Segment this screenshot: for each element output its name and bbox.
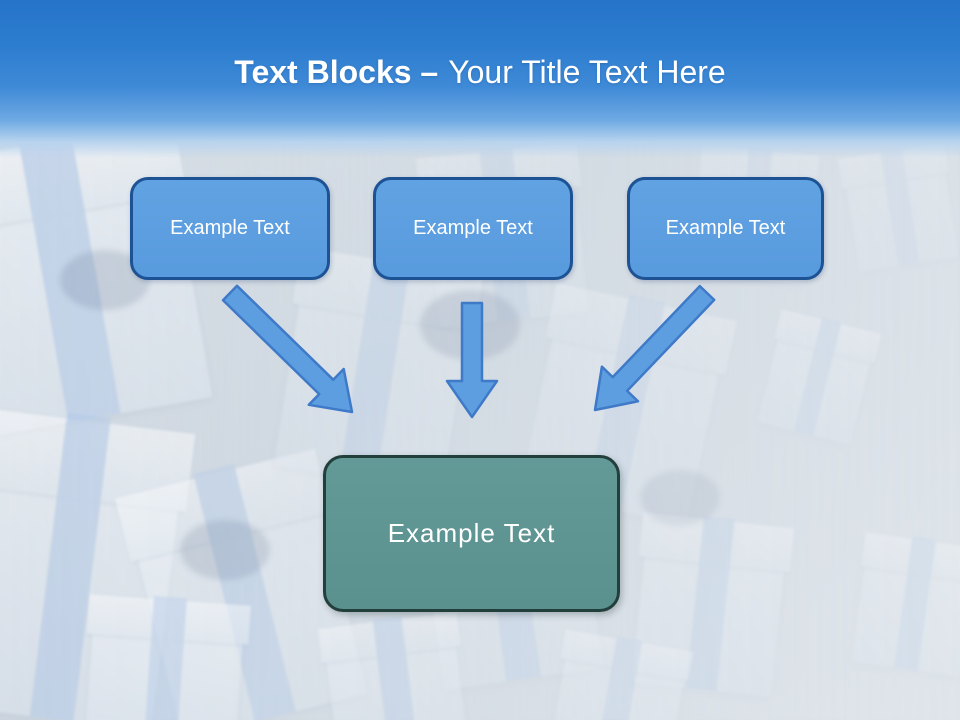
result-block-label: Example Text bbox=[387, 518, 556, 548]
result-block: Example Text bbox=[323, 455, 620, 612]
title-bold-segment: Text Blocks – bbox=[234, 54, 439, 90]
title-banner: Text Blocks –Your Title Text Here bbox=[0, 0, 960, 158]
text-block-3-label: Example Text bbox=[665, 217, 786, 239]
text-block-2-label: Example Text bbox=[413, 217, 533, 239]
title-regular-segment: Your Title Text Here bbox=[448, 54, 726, 90]
text-block-3: Example Text bbox=[627, 177, 824, 280]
slide-title: Text Blocks –Your Title Text Here bbox=[234, 0, 725, 91]
text-block-1-label: Example Text bbox=[170, 217, 290, 239]
text-block-1: Example Text bbox=[130, 177, 330, 280]
text-block-2: Example Text bbox=[373, 177, 573, 280]
